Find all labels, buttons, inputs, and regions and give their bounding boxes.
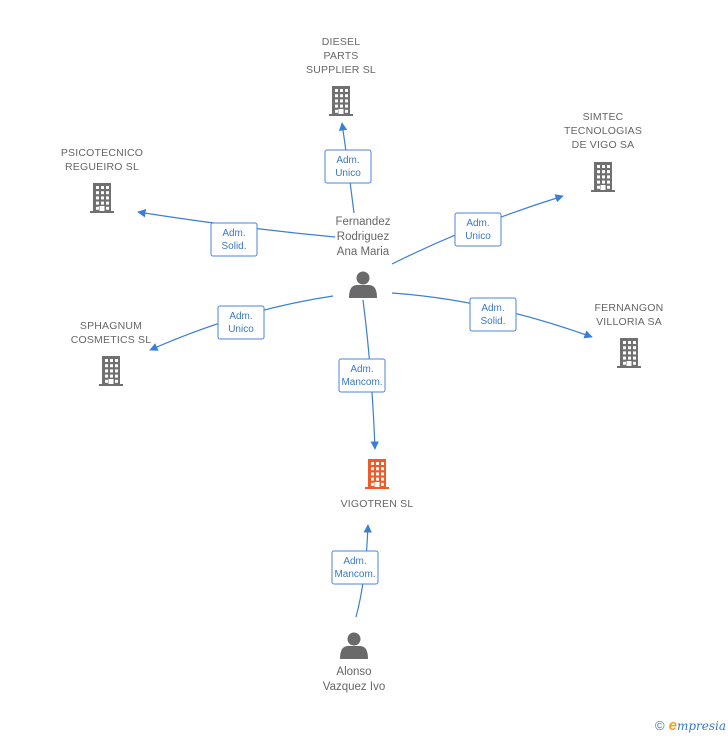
relation-badge-psico[interactable]: Adm. Solid.: [210, 222, 258, 257]
relation-badge-vigotren[interactable]: Adm. Mancom.: [338, 358, 386, 393]
relation-label-line: Adm.: [466, 218, 489, 229]
copyright-symbol: ©: [655, 718, 665, 733]
person-icon-fernandez[interactable]: [349, 271, 377, 299]
relation-label: Adm. Mancom.: [334, 556, 375, 580]
relation-label-line: Adm.: [343, 556, 366, 567]
person-icon-alonso[interactable]: [340, 632, 368, 660]
relation-label-line: Adm.: [229, 311, 252, 322]
company-building-icon-sphagnum[interactable]: [99, 356, 123, 386]
brand-logo-text: mpresia: [676, 719, 726, 733]
person-name-alonso-line: Vazquez Ivo: [323, 681, 385, 693]
company-name-sphagnum-line: SPHAGNUM: [80, 320, 142, 332]
company-name-diesel-line: PARTS: [323, 50, 358, 62]
company-name-vigotren-line: VIGOTREN SL: [341, 498, 414, 510]
company-name-fernangon-line: FERNANGON: [595, 302, 664, 314]
relation-label-line: Unico: [465, 231, 491, 242]
company-name-simtec-line: TECNOLOGIAS: [564, 125, 642, 137]
brand-logo-initial: e: [668, 717, 677, 734]
company-building-icon-vigotren[interactable]: [365, 459, 389, 489]
company-name-fernangon-line: VILLORIA SA: [596, 316, 662, 328]
relation-label-line: Unico: [335, 168, 361, 179]
relation-label: Adm. Solid.: [480, 303, 505, 327]
company-building-icon-diesel[interactable]: [329, 86, 353, 116]
person-name-alonso-line: Alonso: [336, 666, 371, 678]
company-name-fernangon: FERNANGON VILLORIA SA: [595, 302, 664, 328]
relation-label: Adm. Unico: [335, 155, 361, 179]
relation-label-line: Adm.: [350, 364, 373, 375]
company-name-simtec: SIMTEC TECNOLOGIAS DE VIGO SA: [564, 111, 642, 151]
footer-brand[interactable]: ©empresia: [655, 717, 726, 734]
company-name-vigotren: VIGOTREN SL: [341, 498, 414, 510]
company-name-psico-line: REGUEIRO SL: [65, 161, 139, 173]
company-name-simtec-line: SIMTEC: [583, 111, 624, 123]
company-building-icon-psico[interactable]: [90, 183, 114, 213]
company-name-simtec-line: DE VIGO SA: [572, 139, 635, 151]
relation-label: Adm. Mancom.: [341, 364, 382, 388]
company-building-icon-fernangon[interactable]: [617, 338, 641, 368]
person-name-fernandez-line: Fernandez: [336, 216, 391, 228]
company-name-diesel: DIESEL PARTS SUPPLIER SL: [306, 36, 376, 76]
relation-label-line: Unico: [228, 324, 254, 335]
company-name-sphagnum: SPHAGNUM COSMETICS SL: [71, 320, 152, 346]
company-building-icon-simtec[interactable]: [591, 162, 615, 192]
company-name-diesel-line: SUPPLIER SL: [306, 64, 376, 76]
relation-label-line: Mancom.: [341, 377, 382, 388]
relation-badge-simtec[interactable]: Adm. Unico: [454, 212, 502, 247]
relation-label-line: Adm.: [222, 228, 245, 239]
relation-label: Adm. Unico: [465, 218, 491, 242]
relation-label-line: Solid.: [480, 316, 505, 327]
person-name-fernandez-line: Ana Maria: [337, 246, 390, 258]
relation-label-line: Adm.: [481, 303, 504, 314]
relation-badge-sphagnum[interactable]: Adm. Unico: [217, 305, 265, 340]
relation-badge-fernangon[interactable]: Adm. Solid.: [469, 297, 517, 332]
relation-label-line: Adm.: [336, 155, 359, 166]
company-name-sphagnum-line: COSMETICS SL: [71, 334, 152, 346]
relation-label-line: Mancom.: [334, 569, 375, 580]
company-name-psico-line: PSICOTECNICO: [61, 147, 143, 159]
relation-label-line: Solid.: [221, 241, 246, 252]
person-name-fernandez-line: Rodriguez: [337, 231, 390, 243]
relation-label: Adm. Unico: [228, 311, 254, 335]
relation-label: Adm. Solid.: [221, 228, 246, 252]
relation-badge-vigotren[interactable]: Adm. Mancom.: [331, 550, 379, 585]
relation-badge-diesel[interactable]: Adm. Unico: [324, 149, 372, 184]
company-name-diesel-line: DIESEL: [322, 36, 361, 48]
company-name-psico: PSICOTECNICO REGUEIRO SL: [61, 147, 143, 173]
